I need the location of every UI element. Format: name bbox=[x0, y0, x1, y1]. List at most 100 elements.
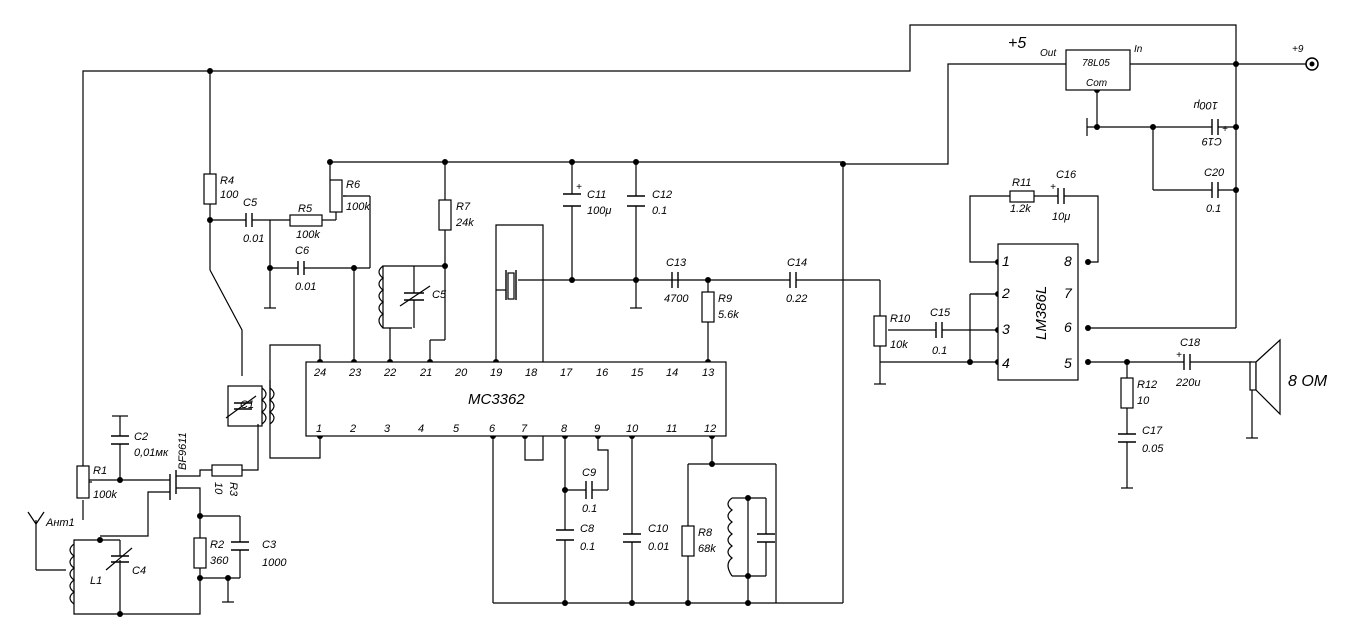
resistor-r5 bbox=[289, 214, 323, 227]
pin-label: 12 bbox=[704, 423, 716, 435]
r12-val: 10 bbox=[1137, 395, 1150, 407]
r2-val: 360 bbox=[210, 555, 229, 567]
resistor-r10 bbox=[873, 315, 887, 347]
speaker-icon: 8 ОМ bbox=[1249, 338, 1328, 416]
speaker-label: 8 ОМ bbox=[1288, 373, 1328, 390]
l1-ref: L1 bbox=[90, 575, 102, 587]
pin-label: 15 bbox=[631, 367, 644, 379]
pin-label: 19 bbox=[490, 367, 502, 379]
r2-ref: R2 bbox=[210, 539, 224, 551]
svg-text:+: + bbox=[1050, 182, 1056, 193]
resistor-r2 bbox=[193, 537, 207, 569]
r9-ref: R9 bbox=[718, 293, 732, 305]
c6-ref: C6 bbox=[295, 245, 310, 257]
svg-text:+: + bbox=[1176, 350, 1182, 361]
c16-val: 10μ bbox=[1052, 211, 1070, 223]
c6-val: 0.01 bbox=[295, 281, 316, 293]
inductor-coil bbox=[378, 265, 384, 329]
r1-ref: R1 bbox=[93, 465, 107, 477]
mc3362-top-pins: 24 23 22 21 20 19 18 17 16 15 14 13 bbox=[313, 367, 715, 379]
c9-val: 0.1 bbox=[582, 503, 597, 515]
pin-label: 20 bbox=[454, 367, 468, 379]
r3-val: 10 bbox=[212, 482, 224, 495]
pin-label: 1 bbox=[316, 423, 322, 435]
c11-val: 100μ bbox=[587, 205, 611, 217]
pin-label: 1 bbox=[1002, 253, 1010, 269]
regulator-name: 78L05 bbox=[1082, 58, 1110, 69]
c16-ref: C16 bbox=[1056, 169, 1077, 181]
c18-ref: C18 bbox=[1180, 337, 1201, 349]
c20-ref: C20 bbox=[1204, 167, 1225, 179]
pin-label: 21 bbox=[419, 367, 432, 379]
c4-ref: C4 bbox=[132, 565, 146, 577]
c14-val: 0.22 bbox=[786, 293, 807, 305]
c1-ref: C1 bbox=[240, 399, 254, 411]
pin-label: 8 bbox=[1064, 253, 1072, 269]
r11-ref: R11 bbox=[1012, 177, 1031, 189]
pin-label: 8 bbox=[561, 423, 568, 435]
crystal-icon bbox=[507, 272, 515, 300]
pin-label: 4 bbox=[418, 423, 424, 435]
wires bbox=[35, 24, 1310, 615]
regulator-78l05: 78L05 Com Out In bbox=[1040, 44, 1143, 91]
c15-ref: C15 bbox=[930, 307, 951, 319]
pin-label: 14 bbox=[666, 367, 678, 379]
c11-ref: C11 bbox=[587, 189, 606, 201]
c2-ref: C2 bbox=[134, 431, 148, 443]
transformer-primary bbox=[261, 387, 267, 425]
antenna: Ант1 bbox=[27, 511, 75, 529]
r3-ref: R3 bbox=[227, 482, 239, 497]
regulator-com-label: Com bbox=[1086, 78, 1107, 89]
c17-val: 0.05 bbox=[1142, 443, 1164, 455]
r11-val: 1.2k bbox=[1010, 203, 1031, 215]
pin-label: 6 bbox=[489, 423, 496, 435]
pin-label: 9 bbox=[594, 423, 600, 435]
r9-val: 5.6k bbox=[718, 309, 739, 321]
c5a-val: 0.01 bbox=[243, 233, 264, 245]
c19-ref: C19 bbox=[1202, 135, 1222, 147]
tuned-circuits: C5 C1 C4 L1 bbox=[69, 265, 733, 605]
c13-val: 4700 bbox=[664, 293, 689, 305]
c5a-ref: C5 bbox=[243, 197, 258, 209]
resistor-r1 bbox=[76, 465, 90, 499]
inductor-coil bbox=[727, 497, 733, 577]
regulator-in-label: In bbox=[1134, 44, 1143, 55]
inductor-coil bbox=[69, 543, 75, 605]
mc3362-bottom-pins: 1 2 3 4 5 6 7 8 9 10 11 12 bbox=[316, 423, 716, 435]
c17-ref: C17 bbox=[1142, 425, 1163, 437]
c20-val: 0.1 bbox=[1206, 203, 1221, 215]
pin-label: 2 bbox=[1001, 285, 1010, 301]
c3-val: 1000 bbox=[262, 557, 287, 569]
bf9611-label: BF9611 bbox=[177, 432, 189, 470]
r5-val: 100k bbox=[296, 229, 320, 241]
c12-ref: C12 bbox=[652, 189, 672, 201]
c15-val: 0.1 bbox=[932, 345, 947, 357]
pin-label: 23 bbox=[348, 367, 362, 379]
antenna-label: Ант1 bbox=[45, 517, 75, 529]
svg-text:+: + bbox=[576, 182, 582, 193]
transformer-secondary bbox=[269, 387, 275, 425]
pin-label: 11 bbox=[666, 423, 677, 435]
ic-mc3362: MC3362 24 23 22 21 20 19 18 17 16 15 14 … bbox=[305, 361, 727, 437]
transistor-bf9611: BF9611 bbox=[165, 432, 189, 500]
resistor-r8 bbox=[681, 525, 695, 557]
pin-label: 4 bbox=[1002, 355, 1010, 371]
lm386-name: LM386L bbox=[1033, 286, 1050, 340]
r12-ref: R12 bbox=[1137, 379, 1157, 391]
resistor-r9 bbox=[701, 291, 715, 323]
resistors: R4 100 R5 100k R6 100k R7 24k R9 5.6k R1… bbox=[76, 173, 1157, 569]
c19-val: 100μ bbox=[1194, 99, 1218, 111]
regulator-out-label: Out bbox=[1040, 48, 1057, 59]
plus9-label: +9 bbox=[1292, 44, 1304, 55]
r10-ref: R10 bbox=[890, 313, 911, 325]
pin-label: 5 bbox=[453, 423, 460, 435]
r7-val: 24k bbox=[455, 217, 474, 229]
resistor-r6 bbox=[329, 179, 343, 213]
r6-val: 100k bbox=[346, 201, 370, 213]
pin-label: 13 bbox=[702, 367, 715, 379]
pin-label: 22 bbox=[383, 367, 396, 379]
resistor-r4 bbox=[203, 173, 217, 205]
c10-val: 0.01 bbox=[648, 541, 669, 553]
pin-label: 2 bbox=[349, 423, 356, 435]
